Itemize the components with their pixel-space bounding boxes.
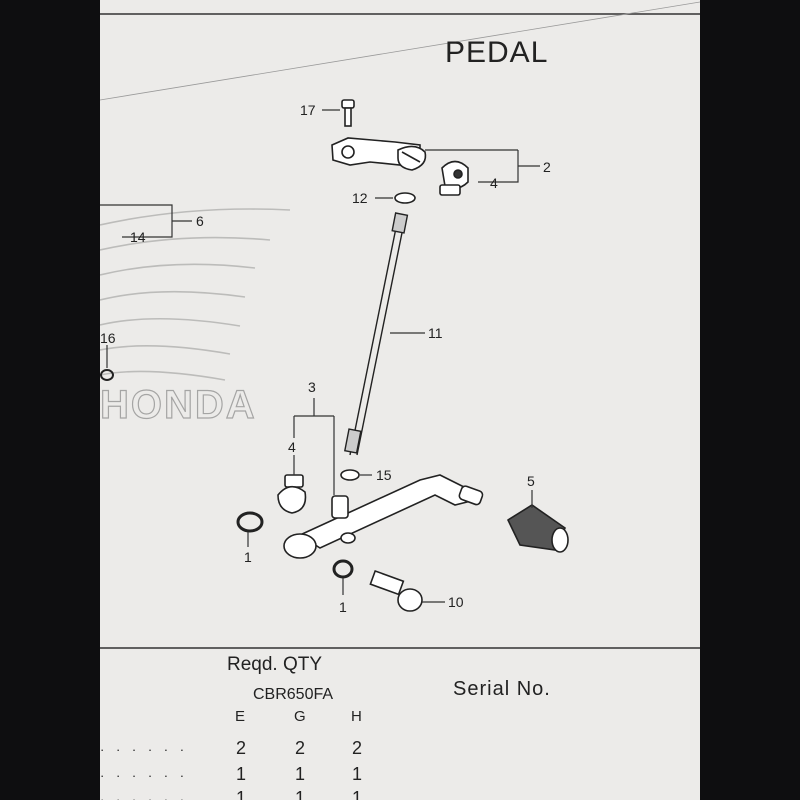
qty-g: 1 [295, 788, 306, 800]
callout-12: 12 [352, 190, 368, 206]
part-4-ball-joint-lower [277, 474, 307, 514]
callout-14: 14 [130, 229, 146, 245]
qty-h: 1 [352, 764, 363, 784]
callout-16: 16 [100, 330, 116, 346]
callout-10: 10 [448, 594, 464, 610]
table-row: · · · · · · 2 2 2 [100, 738, 700, 760]
shift-pedal-arm [283, 474, 484, 559]
part-5-pedal-rubber [506, 504, 569, 553]
part-17-bolt [341, 99, 355, 127]
part-15-nut [340, 469, 360, 481]
part-1-washer-left [236, 511, 264, 533]
serial-no-header: Serial No. [453, 678, 551, 700]
part-12-nut [394, 192, 416, 204]
part-10-pivot-bolt [369, 569, 423, 612]
callout-1-left: 1 [244, 549, 252, 565]
row-dots: · · · · · · [100, 792, 189, 800]
qty-e: 2 [236, 738, 247, 758]
callout-17: 17 [300, 102, 316, 118]
callout-4-lower: 4 [288, 439, 296, 455]
parts-catalog-page: HONDA [100, 0, 700, 800]
qty-e: 1 [236, 788, 247, 800]
pedal-exploded-diagram: HONDA [100, 1, 700, 649]
table-row: · · · · · · 1 1 1 [100, 788, 700, 800]
page-title: PEDAL [445, 36, 549, 69]
callout-2: 2 [543, 159, 551, 175]
col-header-h: H [351, 708, 362, 725]
part-16-clip [100, 369, 114, 381]
row-dots: · · · · · · [100, 768, 189, 783]
callout-1-right: 1 [339, 599, 347, 615]
callout-4-upper: 4 [490, 175, 498, 191]
callout-5: 5 [527, 473, 535, 489]
qty-h: 1 [352, 788, 363, 800]
part-1-washer-right [332, 559, 354, 579]
col-header-e: E [235, 708, 246, 725]
col-header-g: G [294, 708, 306, 725]
qty-h: 2 [352, 738, 363, 758]
part-2-shift-arm [331, 137, 427, 171]
honda-watermark-text: HONDA [100, 383, 257, 427]
table-row: · · · · · · 1 1 1 [100, 764, 700, 786]
callout-3: 3 [308, 379, 316, 395]
honda-wing-watermark [100, 208, 291, 381]
part-11-shift-rod [343, 212, 409, 456]
part-4-ball-joint-upper [439, 160, 469, 196]
row-dots: · · · · · · [100, 742, 189, 757]
callout-15: 15 [376, 467, 392, 483]
callout-11: 11 [428, 325, 443, 341]
reqd-qty-header: Reqd. QTY [227, 654, 323, 675]
model-header: CBR650FA [253, 686, 334, 703]
qty-e: 1 [236, 764, 247, 784]
callout-6: 6 [196, 213, 204, 229]
qty-g: 1 [295, 764, 306, 784]
qty-g: 2 [295, 738, 306, 758]
